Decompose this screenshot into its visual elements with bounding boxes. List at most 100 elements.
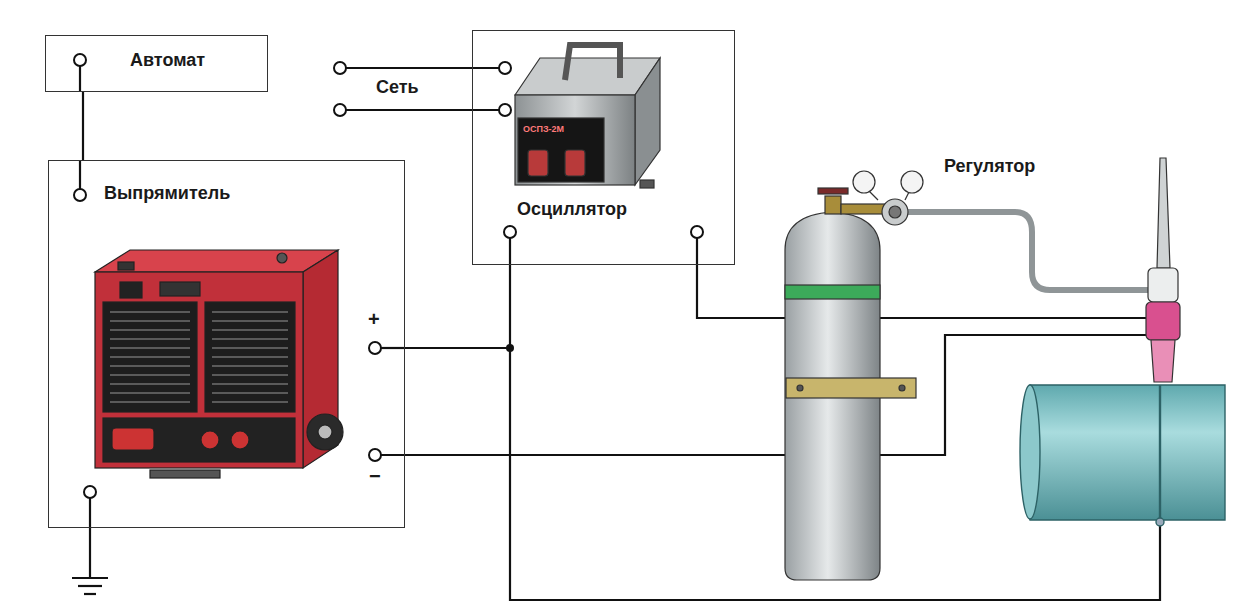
vent-slit — [212, 401, 288, 403]
rectifier-illustration — [95, 250, 338, 272]
wire — [697, 238, 1148, 318]
rectifier-illustration — [120, 282, 142, 298]
terminal — [369, 449, 381, 461]
wire-connector — [405, 265, 510, 348]
rectifier-box: Выпрямитель — [48, 160, 405, 528]
vent-slit — [110, 347, 190, 349]
vent-slit — [212, 338, 288, 340]
terminal — [74, 54, 86, 66]
vent-slit — [212, 347, 288, 349]
rectifier-illustration — [150, 470, 220, 478]
device-model: ОСПЗ-2М — [523, 124, 564, 134]
vent-slit — [110, 329, 190, 331]
welding-torch — [1146, 158, 1180, 382]
pipe — [1020, 385, 1040, 519]
pipe — [1156, 518, 1164, 526]
welding-torch — [1148, 268, 1178, 302]
welding-torch — [1151, 340, 1175, 382]
gas-hose — [907, 212, 1148, 290]
oscillator-illustration — [565, 150, 585, 176]
oscillator-illustration — [518, 118, 604, 182]
vent-slit — [110, 392, 190, 394]
pipe — [1159, 385, 1161, 520]
terminal — [334, 104, 346, 116]
terminal — [84, 486, 96, 498]
gas-cylinder — [901, 171, 923, 193]
rectifier-illustration — [95, 250, 343, 478]
vent-slit — [110, 356, 190, 358]
ground-symbol — [84, 593, 96, 595]
gas-cylinder — [785, 171, 923, 580]
oscillator-illustration — [528, 150, 548, 176]
mains-label: Сеть — [376, 77, 419, 98]
ground-symbol — [78, 585, 102, 587]
polarity-sign: + — [368, 308, 380, 331]
terminal — [74, 54, 703, 498]
rectifier-illustration — [160, 282, 200, 296]
oscillator-illustration — [515, 45, 660, 188]
rectifier-illustration — [118, 262, 134, 270]
gas-cylinder — [882, 199, 908, 225]
gas-cylinder — [786, 378, 916, 398]
wire — [89, 498, 91, 578]
rectifier-illustration — [307, 414, 343, 450]
ground-symbol — [72, 577, 108, 579]
wire — [340, 109, 499, 111]
vent-slit — [212, 392, 288, 394]
wire — [80, 66, 1160, 600]
wire — [340, 67, 499, 69]
terminal — [334, 62, 346, 74]
vent-slit — [212, 311, 288, 313]
pipe — [1021, 385, 1225, 520]
regulator-label: Регулятор — [944, 156, 1035, 177]
rectifier-illustration — [231, 431, 249, 449]
gas-cylinder — [841, 204, 886, 214]
terminal — [499, 62, 511, 74]
vent-slit — [110, 311, 190, 313]
gas-cylinder — [797, 385, 803, 391]
terminal — [74, 189, 86, 201]
vent-slit — [110, 374, 190, 376]
gas-cylinder — [825, 196, 841, 214]
gas-cylinder — [853, 171, 875, 193]
welding-torch — [1146, 302, 1180, 340]
terminal — [499, 104, 511, 116]
vent-slit — [212, 383, 288, 385]
vent-slits — [110, 312, 288, 402]
vent-slit — [212, 356, 288, 358]
pipe — [1020, 385, 1225, 526]
rectifier-illustration — [201, 431, 219, 449]
terminal — [369, 342, 381, 354]
vent-slit — [110, 338, 190, 340]
vent-slit — [110, 365, 190, 367]
vent-slit — [110, 401, 190, 403]
box-title: Автомат — [130, 50, 205, 71]
wire — [509, 238, 511, 265]
vent-slit — [110, 320, 190, 322]
wire-connector — [82, 92, 84, 160]
oscillator-illustration — [635, 58, 660, 185]
wire — [79, 66, 81, 92]
oscillator-box: Осциллятор — [472, 30, 735, 265]
box-title: Осциллятор — [517, 199, 627, 220]
welding-torch — [1157, 158, 1170, 268]
rectifier-illustration — [95, 272, 303, 468]
vent-slit — [212, 320, 288, 322]
vent-slit — [212, 329, 288, 331]
polarity-sign: − — [369, 465, 381, 488]
wire — [79, 160, 81, 189]
gas-cylinder — [785, 285, 880, 299]
rectifier-illustration — [205, 302, 295, 412]
terminal — [691, 226, 703, 238]
breaker-box: Автомат — [45, 35, 268, 92]
oscillator-illustration — [515, 95, 635, 185]
rectifier-illustration — [103, 418, 295, 462]
rectifier-illustration — [103, 302, 197, 412]
gas-cylinder — [818, 188, 848, 194]
rectifier-illustration — [112, 428, 154, 450]
ground-symbol — [72, 578, 108, 594]
box-title: Выпрямитель — [104, 183, 230, 204]
gas-cylinder — [899, 385, 905, 391]
vent-slit — [110, 383, 190, 385]
rectifier-illustration — [318, 425, 332, 439]
